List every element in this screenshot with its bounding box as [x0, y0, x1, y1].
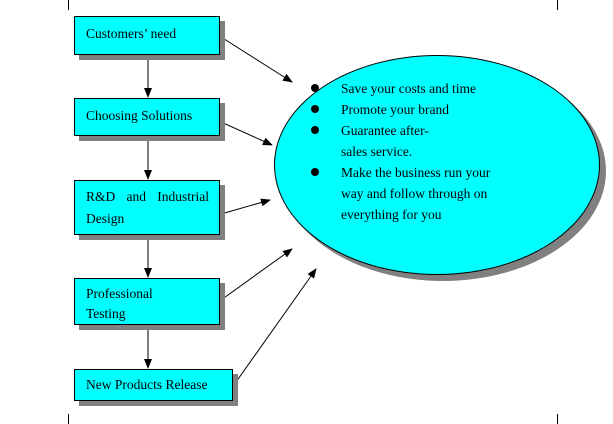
benefit-item: Guarantee after-sales service.: [305, 120, 495, 162]
step-label-line2: Design: [86, 211, 125, 226]
benefit-item: Save your costs and time: [305, 78, 495, 99]
benefit-arrow: [220, 121, 273, 146]
benefit-item: Make the business run your way and follo…: [305, 162, 495, 225]
step-label: R&D and Industrial: [86, 189, 209, 204]
benefit-arrows: [220, 36, 317, 383]
benefit-text: Promote your brand: [341, 102, 449, 117]
step-label: Professional: [86, 286, 153, 301]
benefit-item: Promote your brand: [305, 99, 495, 120]
benefit-text: Save your costs and time: [341, 81, 476, 96]
corner-mark: [68, 414, 69, 424]
corner-mark: [557, 0, 558, 10]
benefit-text: Make the business run your way and follo…: [341, 165, 491, 222]
step-professional-testing: Professional Testing: [74, 278, 220, 325]
step-new-products-release: New Products Release: [74, 369, 233, 401]
benefits-list: Save your costs and time Promote your br…: [305, 78, 495, 225]
corner-mark: [68, 0, 69, 10]
step-label: Choosing Solutions: [86, 108, 193, 123]
benefits-circle: [274, 55, 600, 275]
step-choosing-solutions: Choosing Solutions: [74, 98, 220, 136]
step-label: New Products Release: [86, 377, 208, 392]
bullet-icon: [311, 168, 319, 176]
step-customers-need: Customers’ need: [74, 16, 220, 55]
bullet-icon: [311, 126, 319, 134]
step-label: Customers’ need: [86, 26, 177, 41]
benefit-arrow: [220, 248, 293, 301]
bullet-icon: [311, 105, 319, 113]
benefit-arrow: [235, 268, 317, 383]
bullet-icon: [311, 84, 319, 92]
benefit-arrow: [220, 198, 271, 215]
step-label-line2: Testing: [86, 306, 126, 321]
step-rd-industrial-design: R&D and Industrial Design: [74, 180, 220, 235]
benefit-text: Guarantee after-sales service.: [341, 123, 429, 159]
benefit-arrow: [220, 36, 293, 83]
corner-mark: [557, 414, 558, 424]
